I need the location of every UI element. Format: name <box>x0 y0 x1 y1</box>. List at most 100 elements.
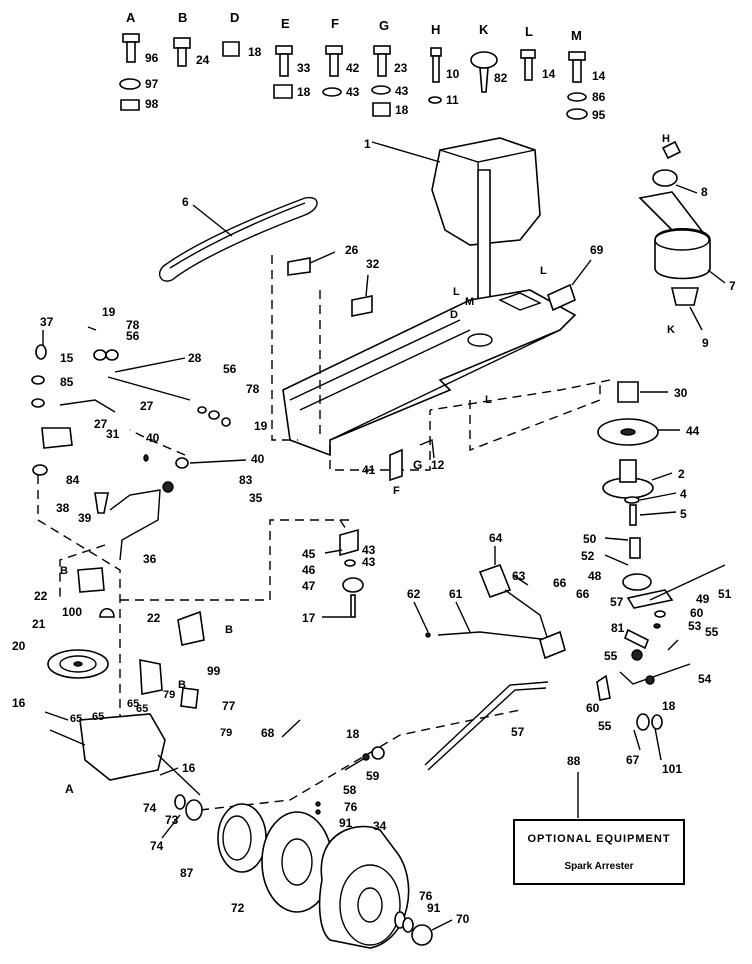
callout-26: 26 <box>345 243 359 257</box>
callout-36: 36 <box>143 552 157 566</box>
callout-g-bracket: G <box>413 458 422 472</box>
hw-bolt-m-icon <box>568 51 586 61</box>
callout-67: 67 <box>626 753 640 767</box>
callout-l-frame3: L <box>485 394 492 406</box>
hw-part-98: 98 <box>145 97 159 111</box>
hw-screw-k-icon <box>470 51 498 69</box>
callout-71: 91 <box>339 816 353 830</box>
wheel-assembly: 87 72 34 76 91 70 <box>180 803 470 949</box>
callout-57: 57 <box>511 725 525 739</box>
callout-5: 5 <box>680 507 687 521</box>
callout-27-top: 27 <box>140 399 154 413</box>
hw-part-42: 42 <box>346 61 360 75</box>
callout-79: 68 <box>261 726 275 740</box>
hw-part-95: 95 <box>592 108 606 122</box>
hw-part-86: 86 <box>592 90 606 104</box>
callout-48: 48 <box>588 569 602 583</box>
hw-nut-e-icon <box>273 84 293 99</box>
hw-washer-f-icon <box>322 87 342 97</box>
callout-60-low: 60 <box>586 701 600 715</box>
brackets-center-left: 22 B 99 79 77 B 79 68 <box>139 610 301 740</box>
callout-46: 46 <box>302 563 316 577</box>
optional-equipment-leader: 88 <box>567 754 581 818</box>
hw-part-18-e: 18 <box>297 85 311 99</box>
hw-letter-g: G <box>379 18 389 33</box>
hw-part-33: 33 <box>297 61 311 75</box>
callout-12: 12 <box>431 458 445 472</box>
hw-letter-f: F <box>331 16 339 31</box>
hw-bolt-e-icon <box>275 45 293 55</box>
callout-20: 20 <box>12 639 26 653</box>
hw-part-11: 11 <box>446 93 459 107</box>
callout-49: 49 <box>696 592 710 606</box>
hw-bolt-f-icon <box>325 45 343 55</box>
callout-a-3: 65 <box>127 698 139 710</box>
callout-99: 99 <box>207 664 221 678</box>
callout-35: 35 <box>249 491 263 505</box>
callout-17: 17 <box>302 611 316 625</box>
callout-m-frame: M <box>465 296 474 308</box>
callout-51: 51 <box>718 587 732 601</box>
optional-equipment-title: OPTIONAL EQUIPMENT <box>527 833 671 845</box>
callout-e-mid: B <box>225 624 233 636</box>
callout-b-low: 79 <box>220 727 232 739</box>
callout-19-left: 19 <box>102 305 116 319</box>
callout-d-frame: D <box>450 309 458 321</box>
hw-letter-a: A <box>126 10 136 25</box>
callout-73: 87 <box>180 866 194 880</box>
hw-bolt-l-icon <box>520 49 536 59</box>
callout-58: 58 <box>343 783 357 797</box>
callout-8: 8 <box>701 185 708 199</box>
hw-part-14-l: 14 <box>542 67 556 81</box>
hw-washer-m2-icon <box>566 108 588 120</box>
callout-44: 44 <box>686 424 700 438</box>
frame-brackets: 26 32 69 <box>287 243 604 317</box>
callout-100: 100 <box>62 605 82 619</box>
callout-l-frame2: L <box>540 265 547 277</box>
hw-part-23: 23 <box>394 61 408 75</box>
callout-74: 73 <box>165 813 179 827</box>
hw-part-96: 96 <box>145 51 159 65</box>
hw-letter-k: K <box>479 22 489 37</box>
callout-a-2: 65 <box>92 711 104 723</box>
callout-62: 62 <box>407 587 421 601</box>
callout-56-right: 56 <box>223 362 237 376</box>
hw-part-18-g: 18 <box>395 103 409 117</box>
callout-101: 101 <box>662 762 682 776</box>
callout-88: 88 <box>567 754 581 768</box>
callout-68-left: 16 <box>12 696 26 710</box>
callout-38: 38 <box>56 501 70 515</box>
callout-69: 69 <box>590 243 604 257</box>
callout-b-mid: 79 <box>163 689 175 701</box>
tire-outer-icon <box>318 825 410 949</box>
callout-a-1: 65 <box>70 713 82 725</box>
callout-84: 84 <box>66 473 80 487</box>
transaxle: 16 A 65 65 65 65 16 74 73 74 <box>12 696 203 853</box>
drive-belt: 6 <box>158 195 318 282</box>
callout-65-b: 74 <box>150 839 164 853</box>
hw-bolt-b-icon <box>173 37 191 49</box>
callout-1: 1 <box>364 137 371 151</box>
pulley-47-icon <box>342 577 364 593</box>
optional-equipment-box: OPTIONAL EQUIPMENT Spark Arrester <box>513 819 685 885</box>
hw-part-97: 97 <box>145 77 159 91</box>
idler-assembly: 50 52 48 57 49 51 60 53 55 81 55 54 18 6… <box>581 532 732 776</box>
engine-assembly: 1 <box>364 137 541 331</box>
callout-e-low: B <box>178 679 186 691</box>
optional-equipment-item: Spark Arrester <box>564 861 634 872</box>
callout-91: 70 <box>456 912 470 926</box>
callout-63: 63 <box>512 569 526 583</box>
callout-43-a: 43 <box>362 543 376 557</box>
callout-78-left: 78 <box>126 318 140 332</box>
air-cleaner-assembly: H 8 7 9 K <box>638 133 736 350</box>
callout-66-a: 66 <box>553 576 567 590</box>
callout-68-right: 16 <box>182 761 196 775</box>
hw-part-24: 24 <box>196 53 210 67</box>
callout-55-low: 55 <box>598 719 612 733</box>
wheel-rim-icon <box>217 803 267 873</box>
pulley-20: 20 21 22 B 100 <box>12 565 115 679</box>
callout-78-right: 78 <box>246 382 260 396</box>
callout-59: 59 <box>366 769 380 783</box>
callout-52: 52 <box>581 549 595 563</box>
hw-part-18-d: 18 <box>248 45 262 59</box>
